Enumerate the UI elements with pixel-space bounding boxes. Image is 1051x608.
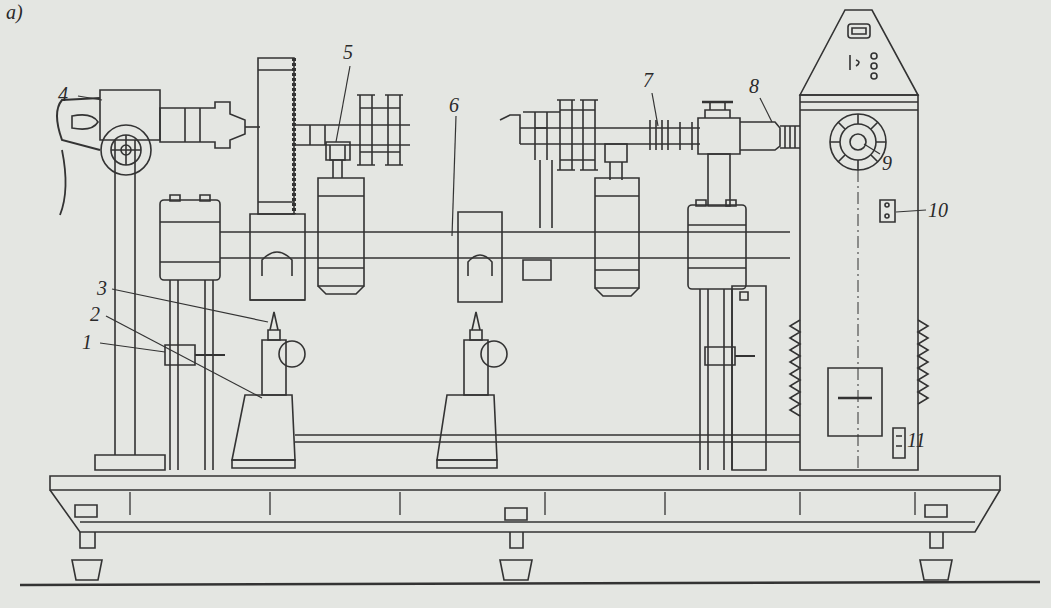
callout-number: 2: [90, 304, 100, 324]
callout-number: 11: [907, 430, 926, 450]
callout-number: 4: [58, 84, 68, 104]
figure-label: а): [6, 2, 23, 22]
callout-number: 8: [749, 76, 759, 96]
callout-number: 1: [82, 332, 92, 352]
callout-number: 5: [343, 42, 353, 62]
callout-number: 7: [643, 70, 653, 90]
callout-number: 6: [449, 95, 459, 115]
callout-number: 9: [882, 153, 892, 173]
callout-number: 3: [97, 278, 107, 298]
callout-number: 10: [928, 200, 948, 220]
